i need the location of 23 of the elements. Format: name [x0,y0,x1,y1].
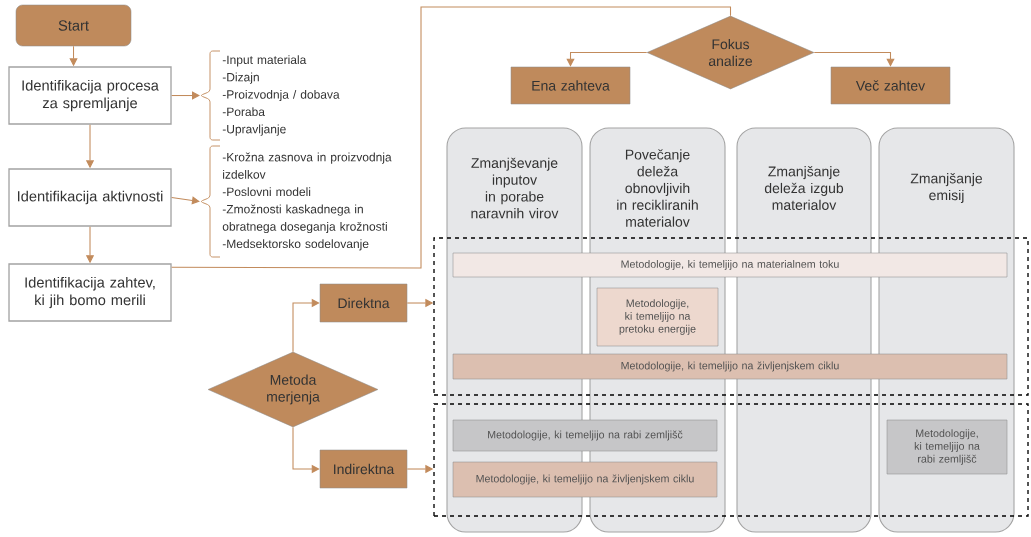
process-box: Identifikacija zahtev, ki jih bomo merili [8,263,172,322]
method-bar: Metodologije, ki temeljijo na življenjskem ciklu [452,353,1008,380]
method-bar: Metodologije, ki temeljijo na materialnem toku [452,252,1008,278]
arrow [813,51,895,67]
start-box: Start [15,4,132,47]
dashed-frame [433,237,1029,396]
dashed-frame [433,403,1029,517]
bullet-list: -Krožna zasnova in proizvodnja izdelkov -Poslovni modeli -Zmožnosti kaskadnega in obratnega doseganja krožnosti -Medsektorsko sodelovanje [201,145,392,258]
method-box: Metodologije, ki temeljijo na rabi zemljišč [886,419,1008,475]
option-box: Indirektna [319,449,408,489]
process-box: Identifikacija aktivnosti [8,168,172,227]
arrow [292,298,320,353]
option-box: Več zahtev [830,66,951,105]
method-box: Metodologije, ki temeljijo na pretoku energije [596,287,719,347]
arrow [171,91,200,100]
arrow [566,51,648,67]
method-bar: Metodologije, ki temeljijo na življenjskem ciklu [452,461,718,498]
bullet-list: -Input materiala -Dizajn -Proizvodnja / dobava -Poraba -Upravljanje [201,50,340,141]
arrow [171,196,200,205]
option-box: Direktna [319,283,408,323]
process-box: Identifikacija procesa za spremljanje [8,66,172,125]
method-bar: Metodologije, ki temeljijo na rabi zemljišč [452,419,718,452]
option-box: Ena zahteva [510,66,631,105]
